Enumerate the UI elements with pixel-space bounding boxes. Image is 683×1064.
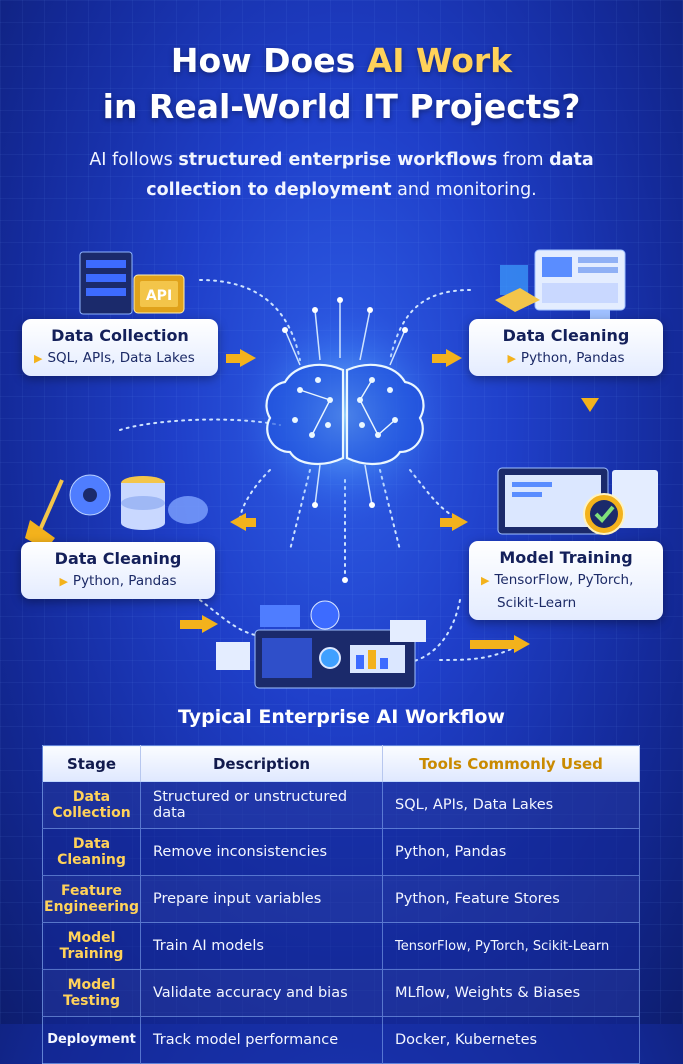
table-section-title: Typical Enterprise AI Workflow [178,706,505,728]
server-icon [79,251,133,315]
table-row: Feature Engineering Prepare input variab… [42,875,640,923]
arrow-right-icon [240,349,256,367]
card-tools: ▶Python, Pandas [507,350,625,366]
description-cell: Validate accuracy and bias [140,969,383,1017]
arrow-right-icon [202,615,218,633]
card-model-training: Model Training ▶TensorFlow, PyTorch, Sci… [469,541,663,620]
card-data-collection: Data Collection ▶SQL, APIs, Data Lakes [22,319,218,376]
arrow-down-icon [581,398,599,412]
arrow-stem [470,640,514,649]
tools-cell: Python, Pandas [382,828,640,876]
table-row: Model Testing Validate accuracy and bias… [42,969,640,1017]
api-icon: API [133,274,185,314]
circuit-rays [284,300,406,506]
header-tools: Tools Commonly Used [382,745,640,782]
arrow-left-icon [230,513,246,531]
workflow-table: Stage Description Tools Commonly Used Da… [42,745,640,1064]
card-title: Data Collection [51,326,189,345]
description-cell: Train AI models [140,922,383,970]
card-title: Model Training [499,548,633,567]
card-tools: ▶SQL, APIs, Data Lakes [34,350,195,366]
tools-cell: SQL, APIs, Data Lakes [382,781,640,829]
arrow-stem [246,518,256,527]
card-data-cleaning-left: Data Cleaning ▶Python, Pandas [21,542,215,599]
title-accent: AI Work [366,41,513,80]
database-icon [121,476,208,530]
header-description: Description [140,745,383,782]
deployment-console-icon [216,600,426,689]
api-label: API [146,288,172,304]
dashboard-icon [495,249,626,324]
card-tools: ▶TensorFlow, PyTorch, [481,572,634,588]
table-row: Data Collection Structured or unstructur… [42,781,640,829]
card-title: Data Cleaning [502,326,630,345]
brain-glow [235,305,455,525]
description-cell: Prepare input variables [140,875,383,923]
description-cell: Remove inconsistencies [140,828,383,876]
monitor-icon [497,467,658,535]
brain-icon [265,363,425,466]
tools-icon [25,474,111,550]
stage-cell: Data Collection [42,781,141,829]
table-row: Model Training Train AI models TensorFlo… [42,922,640,970]
stage-cell: Feature Engineering [42,875,141,923]
page-subtitle: AI follows structured enterprise workflo… [89,150,594,200]
workflow-diagram: API [25,249,658,689]
header-stage: Stage [42,745,141,782]
stage-cell: Model Testing [42,969,141,1017]
page-title: How Does AI Work in Real-World IT Projec… [102,41,581,126]
card-tools-line2: Scikit-Learn [497,595,577,611]
table-header-row: Stage Description Tools Commonly Used [42,745,640,782]
stage-cell: Data Cleaning [42,828,141,876]
tools-cell: TensorFlow, PyTorch, Scikit-Learn [382,922,640,970]
arrow-right-icon [514,635,530,653]
card-tools: ▶Python, Pandas [59,573,177,589]
stage-cell: Model Training [42,922,141,970]
arrow-stem [226,354,240,363]
card-title: Data Cleaning [54,549,182,568]
arrow-right-icon [452,513,468,531]
arrow-stem [432,354,446,363]
tools-cell: Python, Feature Stores [382,875,640,923]
description-cell: Structured or unstructured data [140,781,383,829]
card-data-cleaning-top: Data Cleaning ▶Python, Pandas [469,319,663,376]
arrow-right-icon [446,349,462,367]
arrow-stem [180,620,202,629]
tools-cell: MLflow, Weights & Biases [382,969,640,1017]
arrow-stem [440,518,452,527]
table-row: Data Cleaning Remove inconsistencies Pyt… [42,828,640,876]
